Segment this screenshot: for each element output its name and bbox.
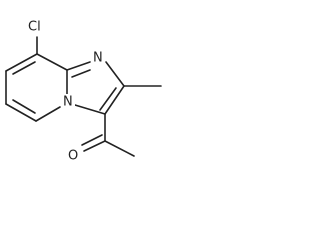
bond-c8-c8a <box>36 53 68 71</box>
atom-labels: Cl N N O <box>28 20 105 164</box>
bond-c8a-n1 <box>66 61 91 71</box>
bonds <box>5 36 162 157</box>
bond-c6-c5-inner <box>12 99 36 114</box>
molecule-structure: Cl N N O <box>5 20 162 164</box>
bond-c5-n4 <box>35 106 61 122</box>
atom-label-oxygen: O <box>68 149 78 164</box>
bond-c8a-n1-inner <box>71 69 91 78</box>
bond-carbonyl-oxygen-b <box>81 134 103 146</box>
atom-label-chlorine: Cl <box>28 20 41 35</box>
bond-c2-c3 <box>104 85 125 115</box>
atom-label-nitrogen-imidazole: N <box>93 51 103 66</box>
bond-c8-c7 <box>5 53 38 72</box>
bond-carbonyl-oxygen-a <box>83 140 106 152</box>
bond-c6-c5 <box>5 103 37 122</box>
bond-n1-c2 <box>105 61 125 87</box>
bond-c8-c7-inner <box>12 61 36 75</box>
bond-carbonyl-methyl <box>104 140 135 157</box>
bond-c3-n4 <box>74 104 106 115</box>
atom-label-nitrogen-bridgehead: N <box>63 95 73 110</box>
bond-c2-c3-inner <box>99 87 117 111</box>
